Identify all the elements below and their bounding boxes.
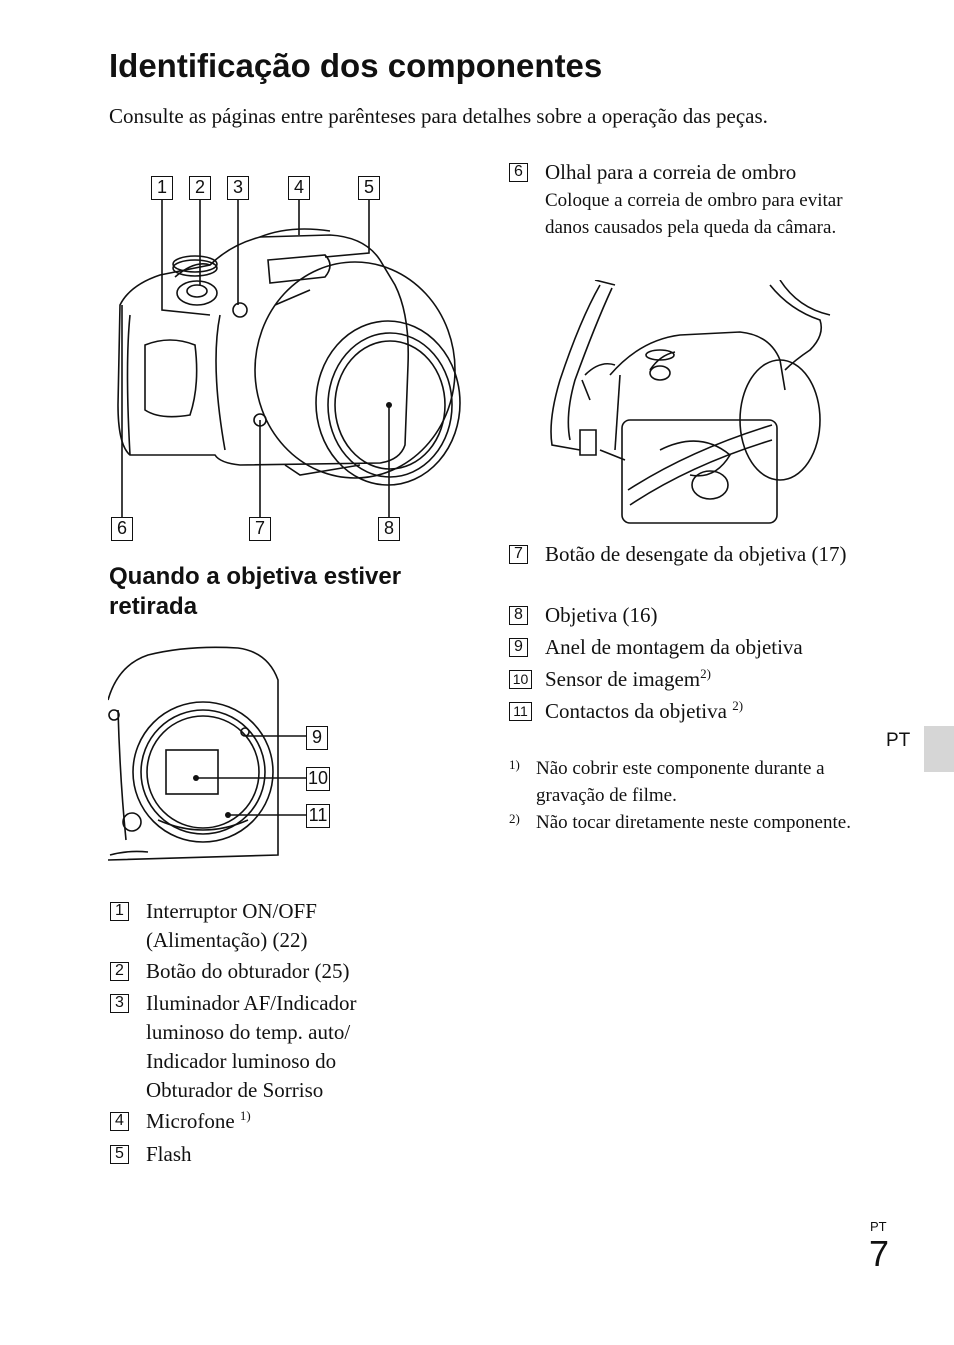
footnote-text: Não cobrir este componente durante a gra…: [536, 758, 825, 806]
section-tab: [924, 726, 954, 772]
item-number: 2: [110, 962, 129, 981]
item-number: 8: [509, 606, 528, 625]
item-text: Olhal para a correia de ombro: [545, 160, 797, 184]
list-item: 11 Contactos da objetiva 2): [509, 697, 854, 726]
label-3: 3: [227, 176, 249, 200]
label-9: 9: [306, 726, 328, 750]
footnote: 1) Não cobrir este componente durante a …: [509, 755, 859, 809]
list-item: 5 Flash: [110, 1140, 410, 1169]
page-title: Identificação dos componentes: [109, 47, 603, 84]
label-11: 11: [306, 804, 330, 828]
list-item: 3 Iluminador AF/Indicador luminoso do te…: [110, 989, 410, 1105]
item-number: 4: [110, 1112, 129, 1131]
item-number: 11: [509, 702, 532, 721]
footnote-ref: 2): [700, 666, 711, 681]
item-number: 10: [509, 670, 532, 689]
list-item: 9 Anel de montagem da objetiva: [509, 633, 854, 662]
footnote-ref: 2): [732, 698, 744, 713]
item-text: Sensor de imagem: [545, 667, 701, 691]
list-item: 6 Olhal para a correia de ombro Coloque …: [509, 158, 854, 241]
label-10: 10: [306, 767, 330, 791]
label-2: 2: [189, 176, 211, 200]
item-number: 7: [509, 545, 528, 564]
item-text: Interruptor ON/OFF (Alimentação) (22): [146, 899, 317, 952]
footnote-mark: 1): [509, 757, 520, 772]
list-item: 7 Botão de desengate da objetiva (17): [509, 540, 854, 569]
label-8: 8: [378, 517, 400, 541]
intro-text: Consulte as páginas entre parênteses par…: [109, 104, 768, 128]
item-number: 3: [110, 994, 129, 1013]
label-7: 7: [249, 517, 271, 541]
shoulder-strap-illustration: [550, 279, 831, 524]
list-item: 4 Microfone 1): [110, 1107, 410, 1136]
footnote-text: Não tocar diretamente neste componente.: [536, 812, 851, 833]
item-text: Contactos da objetiva: [545, 699, 727, 723]
item-number: 9: [509, 638, 528, 657]
footnote-mark: 2): [509, 811, 520, 826]
section-tab-label: PT: [886, 730, 911, 751]
item-text: Iluminador AF/Indicador luminoso do temp…: [146, 991, 357, 1102]
item-description: Coloque a correia de ombro para evitar d…: [545, 190, 843, 238]
camera-mount-diagram: 9 10 11: [107, 640, 338, 865]
label-4: 4: [288, 176, 310, 200]
page-number: 7: [869, 1233, 890, 1274]
item-text: Botão de desengate da objetiva (17): [545, 542, 847, 566]
item-number: 6: [509, 163, 528, 182]
list-item: 1 Interruptor ON/OFF (Alimentação) (22): [110, 897, 410, 955]
list-item: 8 Objetiva (16): [509, 601, 854, 630]
camera-front-diagram: 1 2 3 4 5 6 7 8: [100, 165, 470, 545]
strap-diagram: [540, 279, 840, 528]
section-subheading: Quando a objetiva estiver retirada: [109, 563, 402, 620]
list-item: 2 Botão do obturador (25): [110, 957, 410, 986]
label-6: 6: [111, 517, 133, 541]
label-5: 5: [358, 176, 380, 200]
item-number: 1: [110, 902, 129, 921]
item-text: Botão do obturador (25): [146, 959, 350, 983]
label-1: 1: [151, 176, 173, 200]
camera-front-illustration: [117, 199, 461, 527]
footnote: 2) Não tocar diretamente neste component…: [509, 809, 859, 836]
item-number: 5: [110, 1145, 129, 1164]
page-language: PT: [870, 1219, 887, 1234]
lens-mount-illustration: [107, 646, 308, 861]
list-item: 10 Sensor de imagem2): [509, 665, 854, 694]
item-text: Anel de montagem da objetiva: [545, 635, 803, 659]
item-text: Flash: [146, 1142, 192, 1166]
item-text: Objetiva (16): [545, 603, 658, 627]
footnote-ref: 1): [239, 1108, 251, 1123]
item-text: Microfone: [146, 1109, 235, 1133]
